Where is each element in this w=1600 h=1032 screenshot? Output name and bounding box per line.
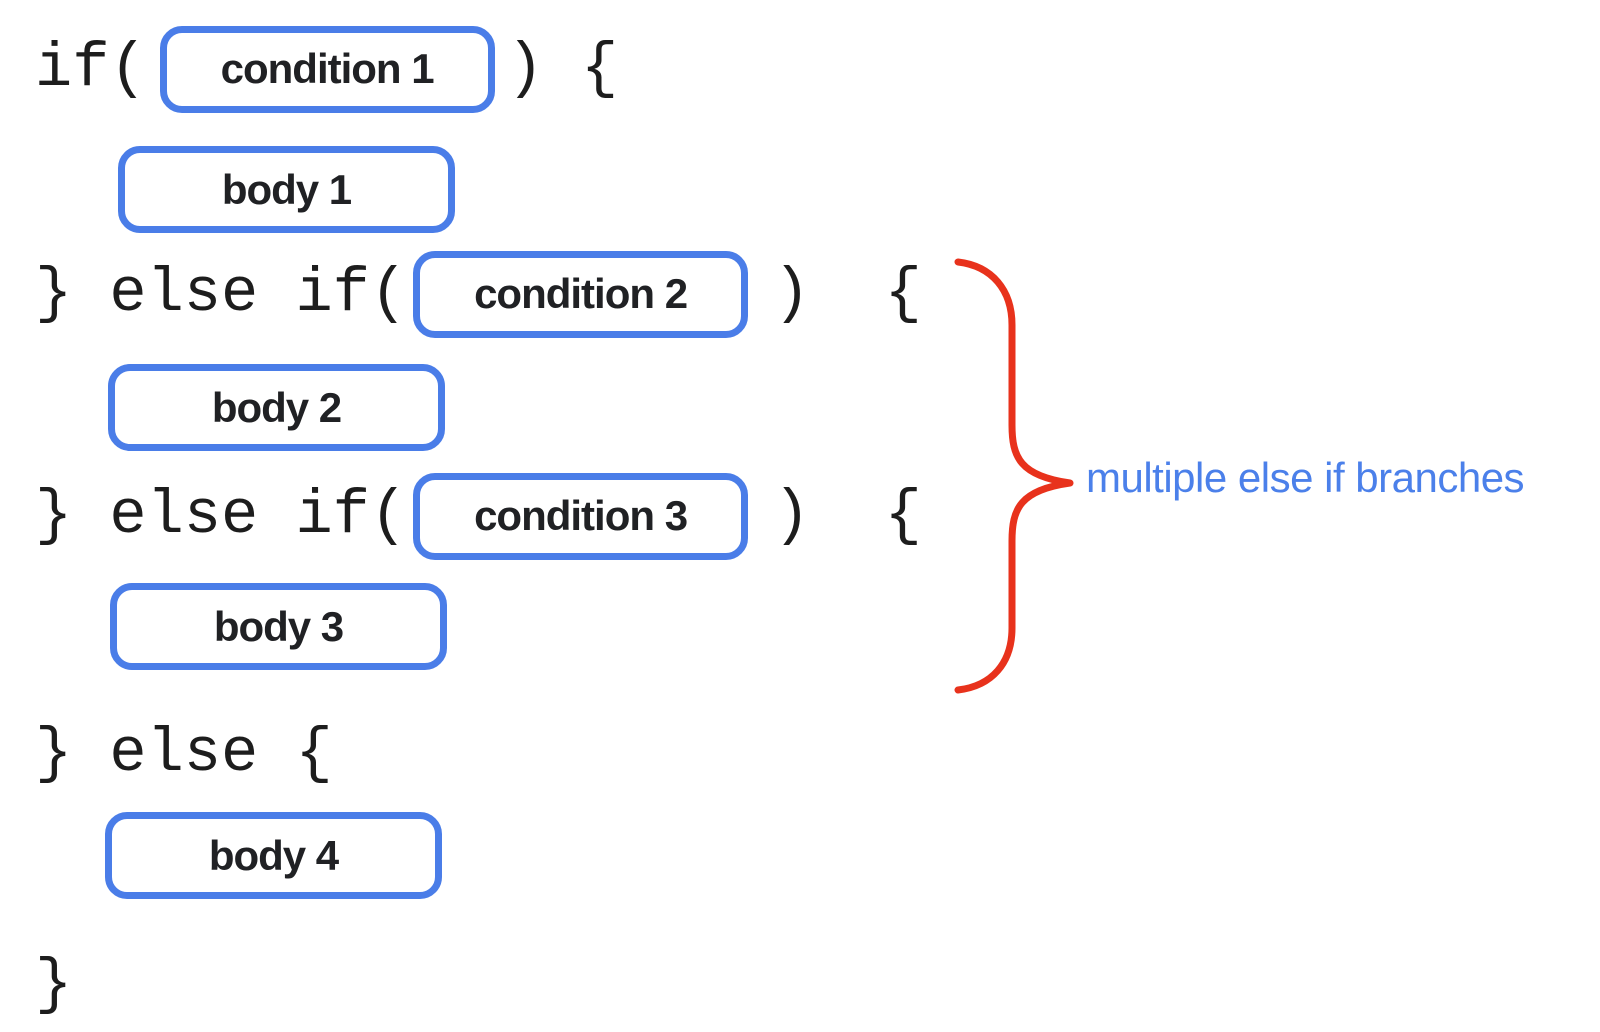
code-line-if: if( condition 1 ) { (35, 25, 618, 113)
condition-1-label: condition 1 (220, 45, 435, 92)
code-text-final-close: } (35, 949, 73, 1020)
code-text-if-open: if( (35, 33, 147, 104)
condition-2-label: condition 2 (474, 270, 688, 317)
red-brace-path (954, 258, 1074, 694)
body-3-label: body 3 (213, 602, 344, 650)
condition-2-box: condition 2 (413, 250, 749, 338)
code-line-else-if-2: } else if( condition 3 ) { (35, 472, 922, 560)
code-line-else-if-1: } else if( condition 2 ) { (35, 250, 922, 338)
body-4-label: body 4 (208, 831, 339, 879)
body-1-box: body 1 (118, 146, 455, 233)
red-brace-icon (954, 258, 1074, 694)
code-line-closing-brace: } (35, 941, 72, 1029)
code-text-line3-close: ) { (773, 258, 922, 329)
annotation-multiple-else-if: multiple else if branches (1086, 454, 1525, 501)
body-4-box: body 4 (105, 812, 442, 899)
code-text-elseif1-open: } else if( (35, 258, 408, 329)
body-3-box: body 3 (110, 583, 447, 670)
code-line-else: } else { (35, 710, 333, 798)
code-text-line5-close: ) { (773, 480, 922, 551)
body-2-box: body 2 (108, 364, 445, 451)
code-text-elseif2-open: } else if( (35, 480, 408, 551)
body-1-label: body 1 (221, 165, 352, 213)
body-2-label: body 2 (211, 383, 342, 431)
condition-3-box: condition 3 (413, 472, 749, 560)
condition-3-label: condition 3 (474, 492, 688, 539)
code-text-else: } else { (35, 718, 333, 789)
code-text-line1-close: ) { (506, 33, 619, 104)
condition-1-box: condition 1 (159, 25, 495, 113)
